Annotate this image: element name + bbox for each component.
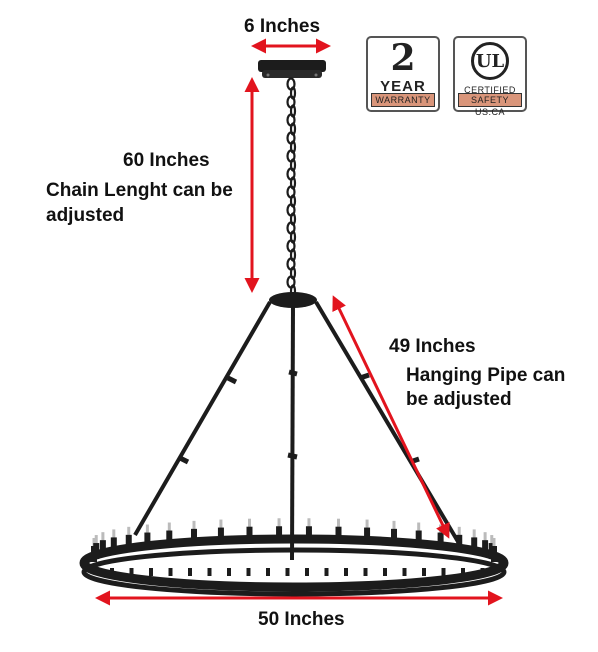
candle-lights	[91, 518, 497, 576]
pipe-length-label: 49 Inches	[389, 336, 476, 357]
ul-mark: UL	[471, 42, 509, 80]
ring-socket	[188, 568, 192, 576]
chain-adjust-note: Chain Lenght can be adjusted	[46, 180, 233, 226]
candle-light	[110, 529, 117, 554]
ring-socket	[168, 568, 173, 576]
warranty-strip: WARRANTY	[371, 93, 435, 107]
ring-socket	[266, 568, 270, 576]
ring-socket	[402, 568, 407, 576]
candle-light	[471, 529, 478, 554]
ring-socket	[324, 568, 329, 576]
ring-socket	[363, 568, 368, 576]
ring-socket	[344, 568, 348, 576]
candle-light	[391, 520, 397, 545]
candle-light	[246, 518, 253, 543]
ring-socket	[422, 568, 426, 576]
ring-socket	[383, 568, 387, 576]
dimension-arrows	[95, 38, 503, 606]
candle-light	[335, 518, 342, 543]
ring-socket	[149, 568, 153, 576]
candle-light	[144, 524, 151, 549]
candle-light	[125, 526, 132, 551]
candle-light	[491, 538, 497, 562]
pipe-adjust-note: Hanging Pipe can be adjusted	[406, 365, 566, 410]
candle-light	[456, 526, 463, 551]
pipe-length-arrow	[332, 295, 450, 539]
hanging-chain	[286, 77, 297, 298]
ring-socket	[480, 568, 485, 576]
top-hub	[269, 292, 317, 308]
ul-certified-text: CERTIFIED	[464, 85, 516, 95]
candle-light	[482, 532, 489, 557]
ring-socket	[129, 568, 134, 576]
warranty-badge-icon: 2 YEAR WARRANTY	[366, 36, 440, 112]
warranty-years: 2	[390, 37, 416, 79]
candle-light	[217, 519, 224, 544]
ul-strip: SAFETY US.CA	[458, 93, 522, 117]
candle-light	[364, 519, 371, 544]
candle-light	[415, 522, 422, 547]
ring-socket	[461, 568, 465, 576]
candle-light	[191, 520, 197, 545]
warranty-year-word: YEAR	[380, 78, 426, 95]
ring-socket	[441, 568, 446, 576]
ring-diameter-label: 50 Inches	[258, 609, 345, 630]
chain-length-label: 60 Inches	[123, 150, 210, 171]
candle-light	[99, 532, 106, 557]
ring-socket	[227, 568, 231, 576]
candle-light	[166, 522, 173, 547]
candle-light	[276, 518, 283, 543]
ring-socket	[285, 568, 290, 576]
ring-socket	[305, 568, 309, 576]
candle-light	[305, 518, 312, 543]
ring-socket	[246, 568, 251, 576]
candle-light	[93, 535, 100, 560]
canopy-width-label: 6 Inches	[244, 16, 321, 37]
ring-socket	[207, 568, 212, 576]
ceiling-canopy	[258, 60, 326, 78]
ring-socket	[110, 568, 114, 576]
ul-certified-icon: UL CERTIFIED SAFETY US.CA	[453, 36, 527, 117]
